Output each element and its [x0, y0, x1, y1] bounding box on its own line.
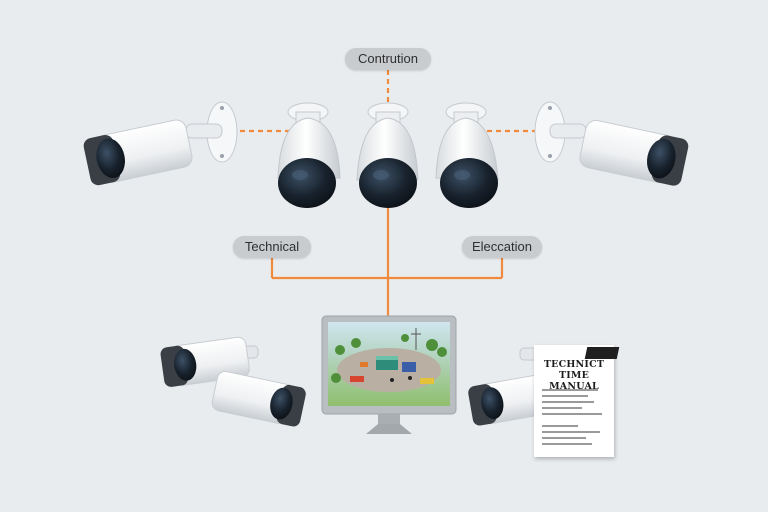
manual-text-line	[542, 437, 586, 439]
manual-tag	[584, 347, 620, 359]
label-right: Eleccation	[462, 236, 542, 258]
cctv-camera-icon	[534, 101, 689, 186]
manual-text-line	[542, 413, 602, 415]
manual-text-line	[542, 401, 594, 403]
manual-title-line2: MANUAL	[549, 381, 599, 392]
manual-title-line1: TECHNICT TIME	[543, 359, 605, 381]
cctv-camera-icon	[356, 102, 419, 208]
cctv-camera-icon	[277, 102, 341, 208]
cctv-camera-icon	[211, 370, 306, 427]
manual-text-line	[542, 443, 592, 445]
manual-title: TECHNICT TIME MANUAL	[538, 359, 610, 392]
manual-document-icon: TECHNICT TIME MANUAL	[534, 345, 620, 457]
manual-text-line	[542, 389, 598, 391]
cctv-camera-icon	[468, 347, 553, 426]
manual-text-line	[542, 425, 578, 427]
label-top: Contrution	[345, 48, 431, 70]
manual-text-line	[542, 395, 588, 397]
manual-text-line	[542, 431, 600, 433]
monitor-icon	[321, 315, 457, 434]
manual-text-line	[542, 407, 582, 409]
cctv-camera-icon	[83, 101, 238, 186]
monitor-screen-scene	[331, 328, 447, 392]
label-left: Technical	[233, 236, 311, 258]
cctv-camera-icon	[435, 102, 499, 208]
